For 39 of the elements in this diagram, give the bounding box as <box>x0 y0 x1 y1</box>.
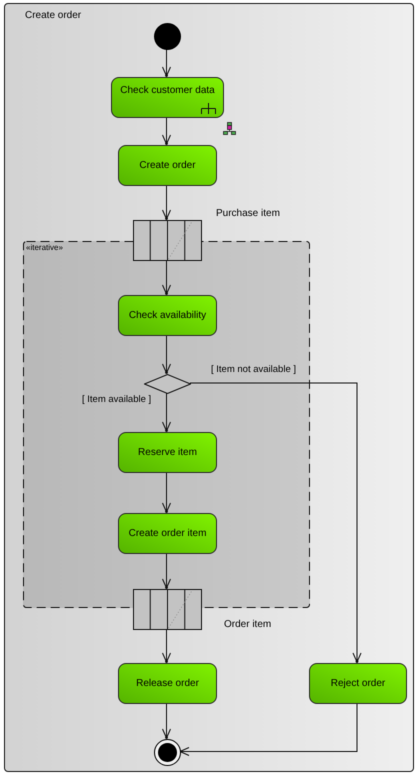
arrow <box>162 48 171 78</box>
arrow <box>190 382 362 664</box>
frame-title: Create order <box>25 10 82 22</box>
action-label: Check availability <box>128 310 206 322</box>
action-label: Check customer data <box>120 85 215 97</box>
expansion-region <box>23 241 310 608</box>
arrow <box>162 184 171 220</box>
arrow <box>162 702 171 740</box>
object-label: Purchase item <box>216 208 280 220</box>
arrow <box>162 116 171 146</box>
object-label: Order item <box>224 619 272 631</box>
action-label: Create order item <box>128 528 206 540</box>
action-label: Create order <box>139 160 196 172</box>
stereotype-label: «iterative» <box>26 243 63 253</box>
action-box <box>118 432 217 473</box>
arrow <box>178 702 358 756</box>
action-label: Reject order <box>330 678 386 690</box>
expansion-node <box>133 220 202 261</box>
arrow <box>162 552 171 590</box>
final-node <box>154 739 181 766</box>
arrow <box>162 334 171 374</box>
arrow <box>162 392 171 432</box>
action-label: Release order <box>136 678 199 690</box>
arrow <box>162 628 171 664</box>
action-label: Reserve item <box>138 446 197 458</box>
guard-label: [ Item not available ] <box>211 364 296 376</box>
action-box <box>111 77 224 118</box>
initial-node <box>154 23 181 50</box>
action-box <box>118 145 217 186</box>
action-box <box>118 295 217 336</box>
action-box <box>309 663 407 704</box>
decision-diamond <box>144 374 191 394</box>
guard-label: [ Item available ] <box>82 394 152 406</box>
action-box <box>118 513 217 554</box>
activity-frame <box>4 3 414 772</box>
action-box <box>118 663 217 704</box>
expansion-node <box>133 589 202 630</box>
arrow <box>162 260 171 296</box>
arrow <box>162 472 171 514</box>
